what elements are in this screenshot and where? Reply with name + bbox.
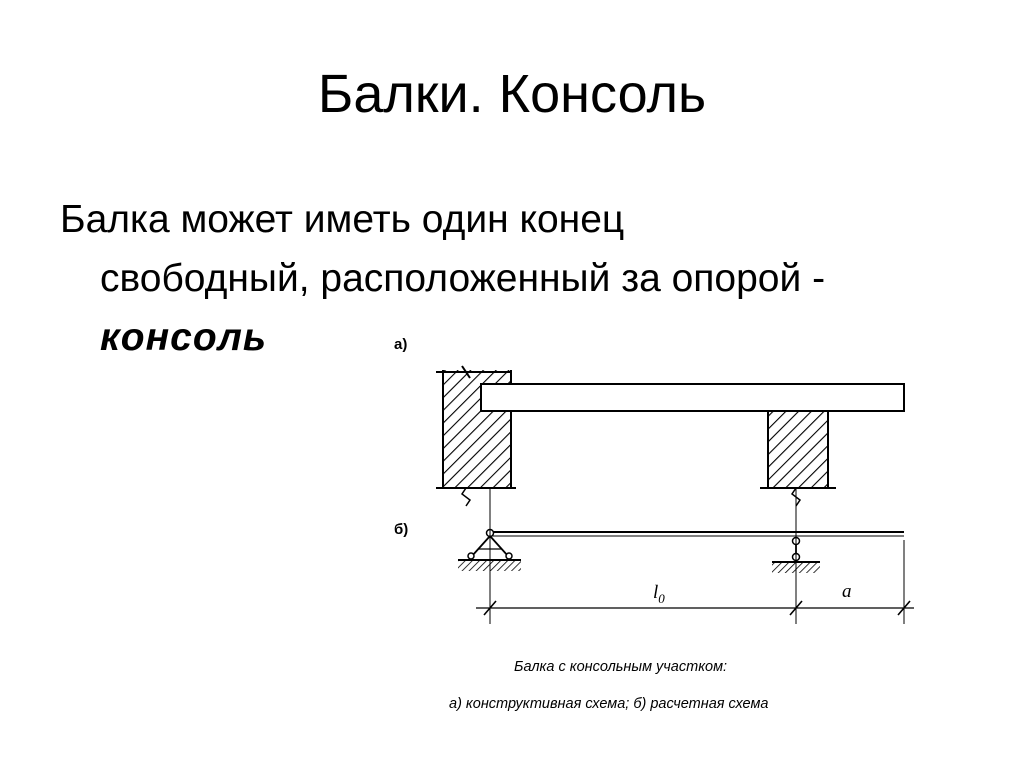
dimension-line (476, 600, 914, 616)
body-text-line-2: свободный, расположенный за опорой - (100, 257, 826, 300)
scheme-a-label: а) (394, 336, 407, 353)
figure-caption-line-2: а) конструктивная схема; б) расчетная сх… (449, 696, 768, 712)
span-label: l0 (653, 582, 665, 606)
left-wall (436, 365, 516, 507)
slide-title: Балки. Консоль (317, 64, 707, 124)
cantilever-length-label: a (842, 581, 852, 602)
right-pier (760, 410, 836, 507)
body-text-line-1: Балка может иметь один конец (60, 198, 625, 241)
beam (480, 383, 905, 412)
figure-caption-line-1: Балка с консольным участком: (514, 659, 727, 675)
term-console: консоль (100, 316, 268, 359)
slide-body-text: Балка может иметь один конец свободный, … (60, 190, 980, 367)
scheme-b-label: б) (394, 521, 408, 538)
